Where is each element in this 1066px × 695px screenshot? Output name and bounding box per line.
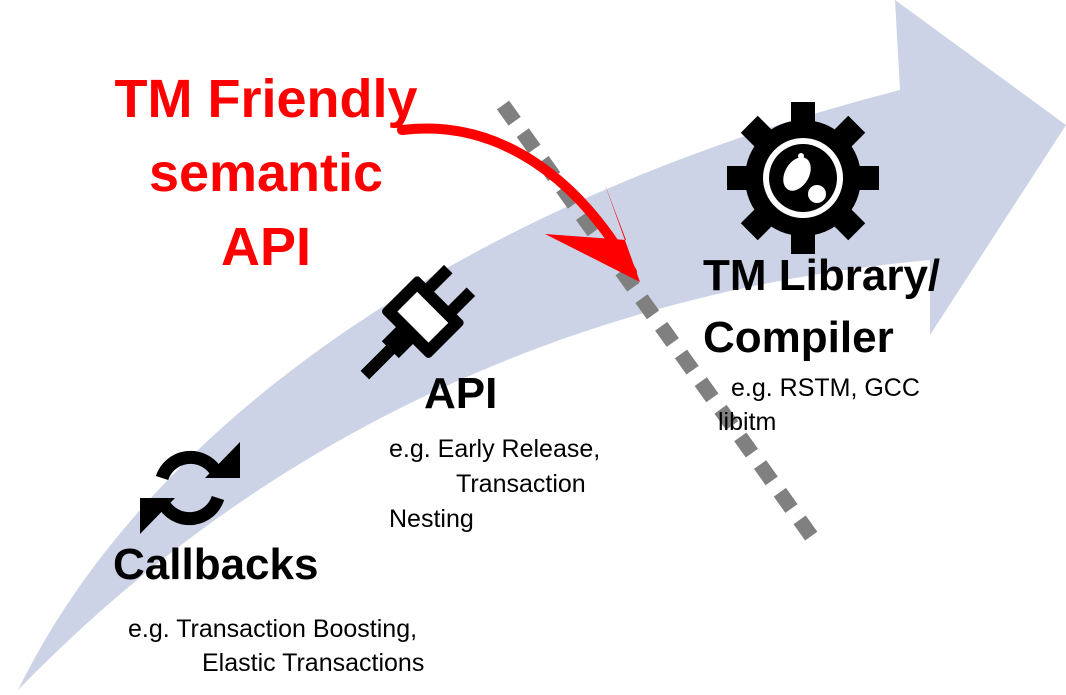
- callbacks-title: Callbacks: [113, 540, 319, 589]
- callbacks-example-2: Elastic Transactions: [202, 649, 425, 677]
- headline-line-1: TM Friendly: [114, 69, 418, 129]
- headline-line-3: API: [220, 217, 312, 277]
- callbacks-example-1: e.g. Transaction Boosting,: [128, 615, 418, 643]
- headline: TM Friendly semantic API: [76, 62, 456, 284]
- library-example-1: e.g. RSTM, GCC: [731, 374, 920, 402]
- api-title: API: [424, 369, 498, 418]
- library-example-2: libitm: [718, 408, 777, 436]
- api-example-3: Nesting: [389, 505, 474, 533]
- library-title-line-2: Compiler: [703, 313, 894, 362]
- api-example-2: Transaction: [456, 470, 586, 498]
- headline-line-2: semantic: [148, 143, 384, 203]
- api-example-1: e.g. Early Release,: [389, 435, 601, 463]
- library-title-line-1: TM Library/: [703, 251, 941, 300]
